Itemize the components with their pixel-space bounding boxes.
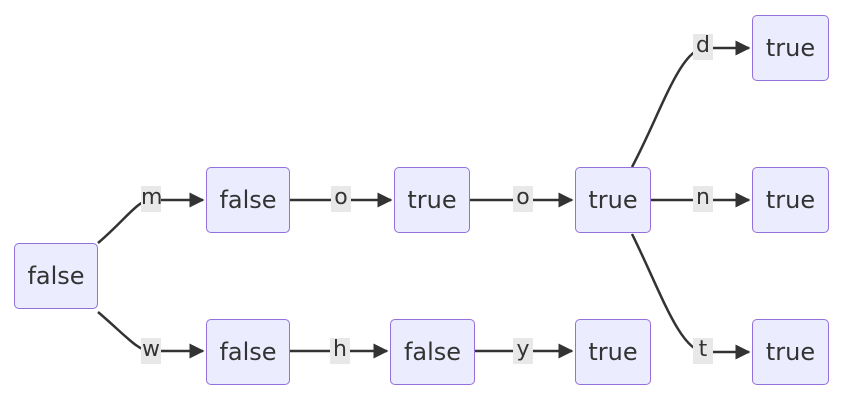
edge-label-y: y: [513, 338, 533, 364]
node-mood: true: [752, 15, 829, 81]
edge-label-w: w: [141, 337, 161, 364]
node-moon: true: [752, 167, 829, 233]
edge-label-o-1: o: [331, 186, 351, 212]
edge-moo-mood: [630, 40, 751, 168]
node-moot: true: [752, 319, 829, 385]
edge-label-o-2: o: [513, 186, 533, 212]
edge-label-t: t: [693, 338, 713, 364]
edge-label-d: d: [693, 34, 713, 60]
node-moo: true: [575, 167, 651, 233]
edge-label-h: h: [330, 338, 350, 364]
node-mo: true: [394, 167, 470, 233]
node-why: true: [575, 319, 651, 385]
edge-label-n: n: [693, 186, 713, 212]
node-root: false: [14, 243, 98, 309]
edge-label-m: m: [141, 185, 163, 212]
node-w: false: [206, 319, 290, 385]
node-wh: false: [390, 319, 475, 385]
node-m: false: [206, 167, 290, 233]
